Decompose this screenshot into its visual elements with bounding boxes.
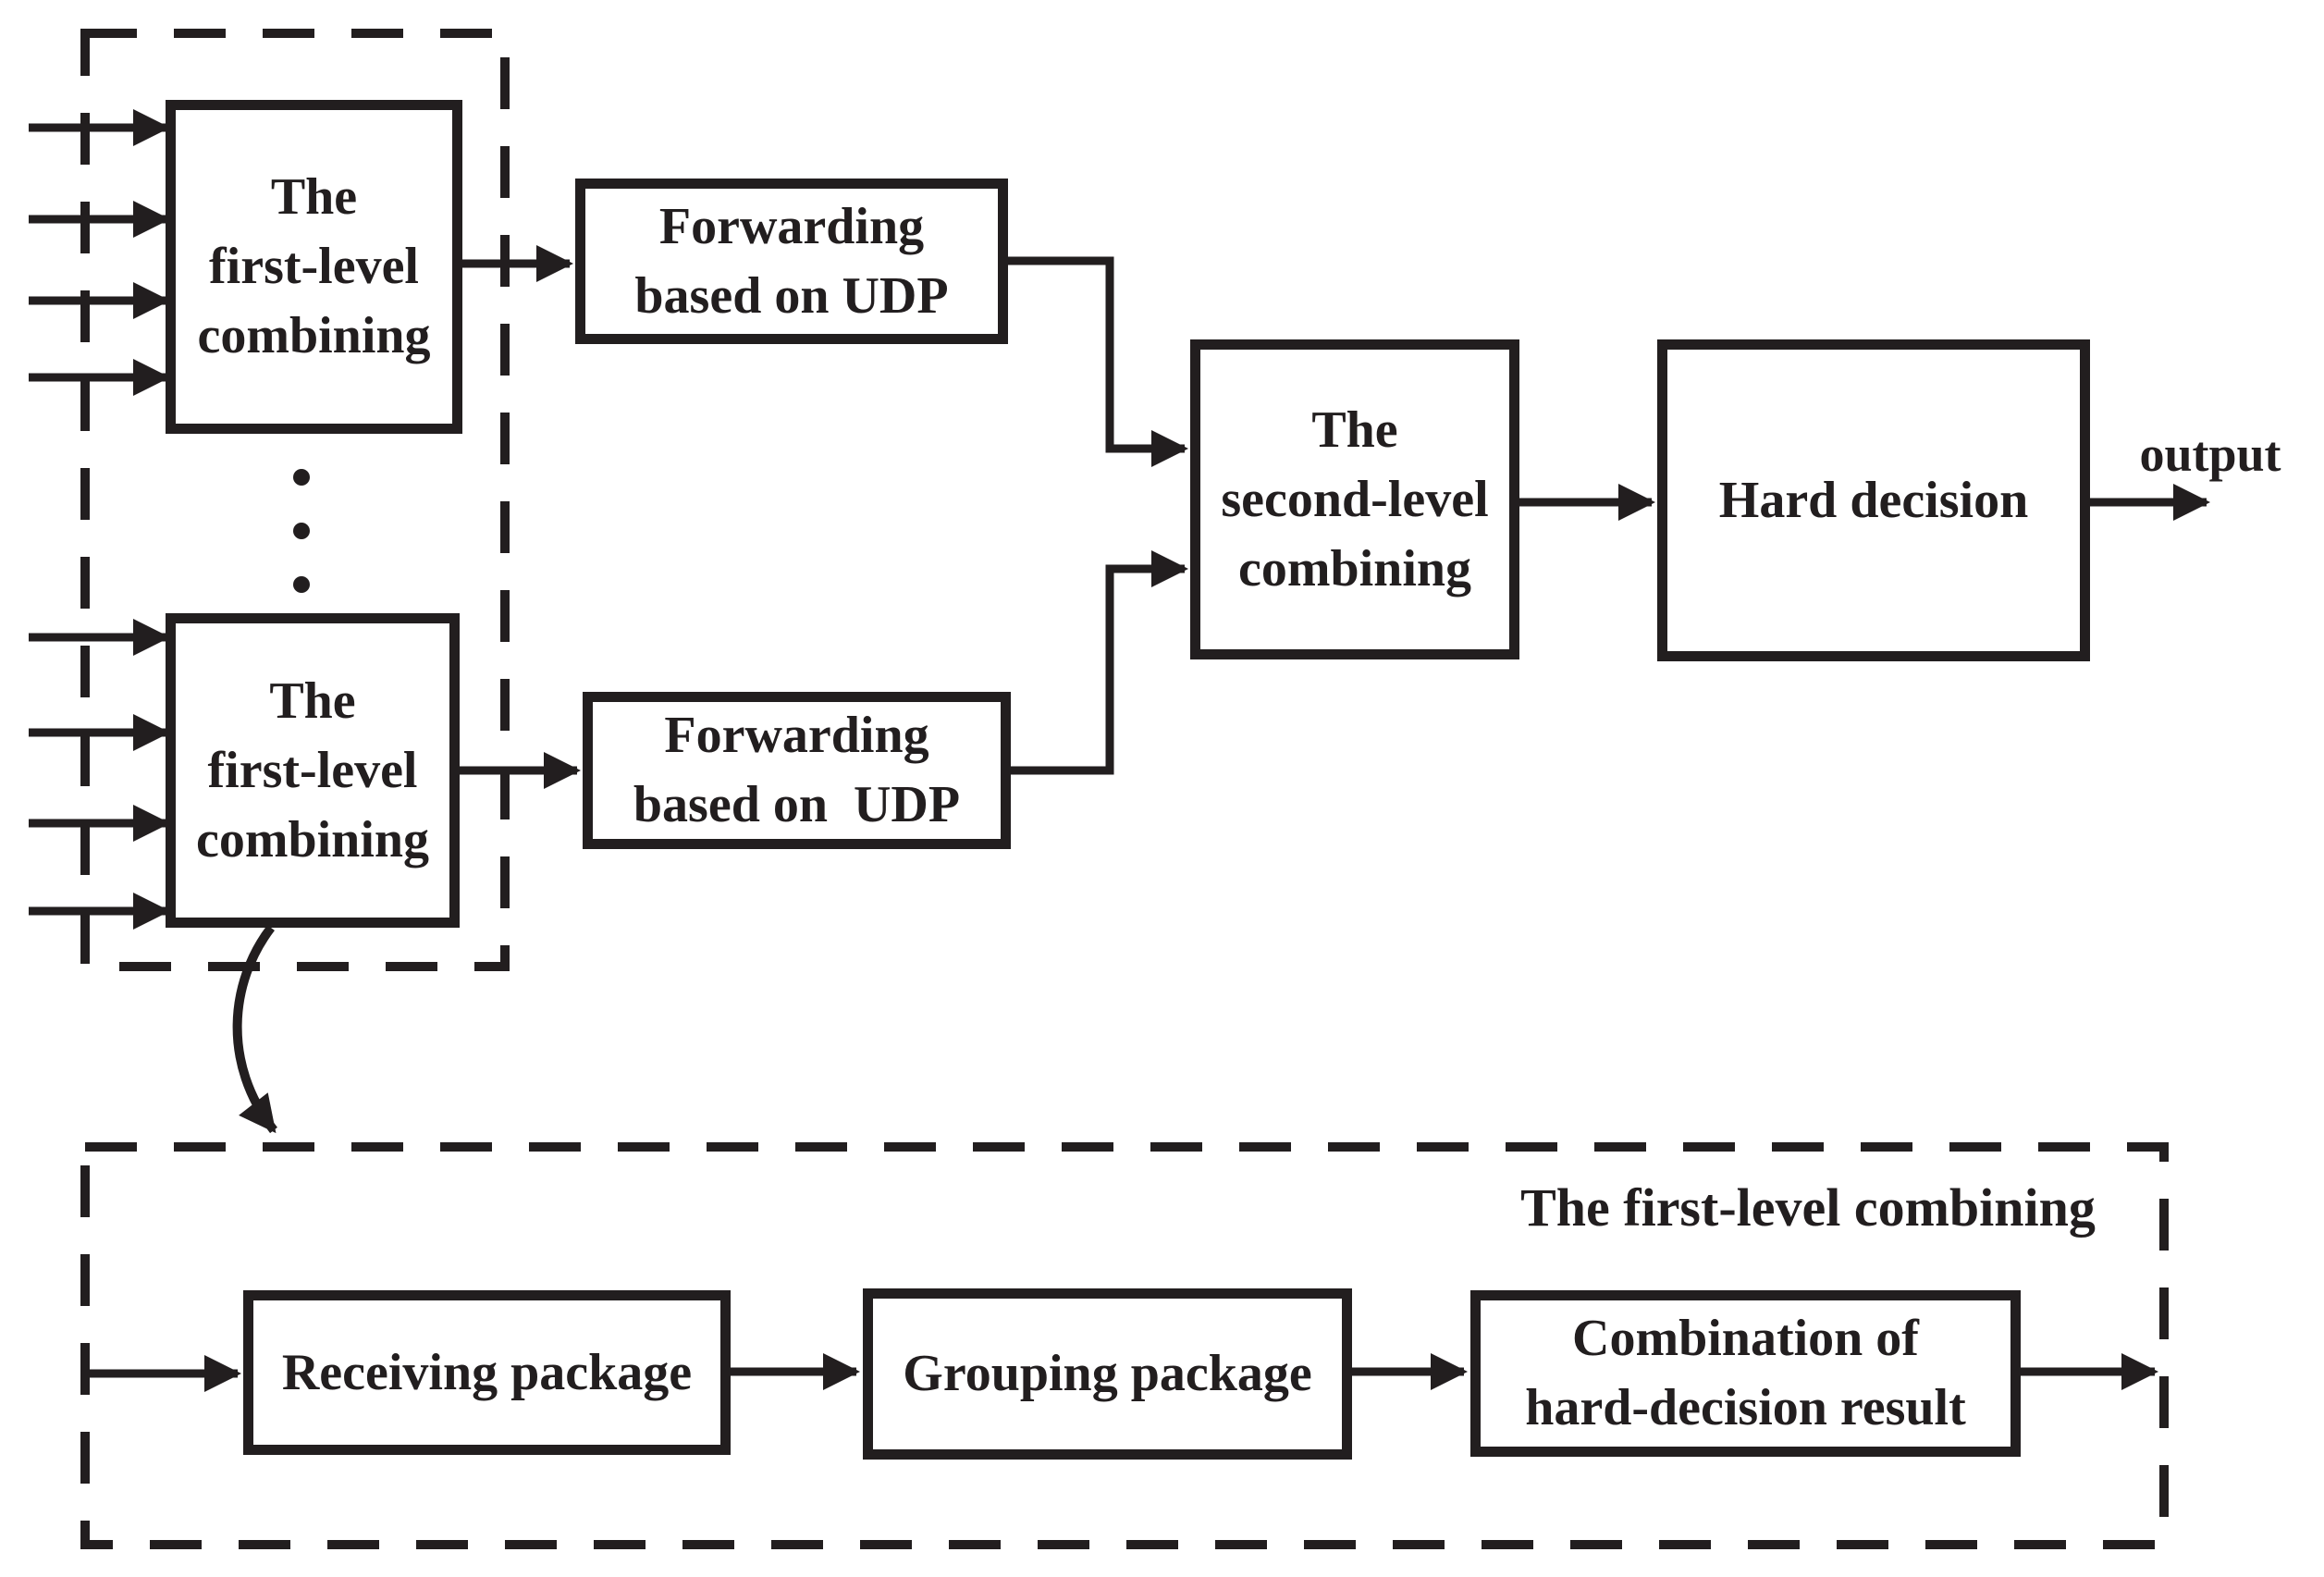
grouping-package-box: Grouping package: [863, 1288, 1352, 1460]
forwarding-udp-top-box: Forwarding based on UDP: [575, 179, 1008, 344]
first-level-combining-top-box: The first-level combining: [166, 100, 462, 434]
receiving-package-label: Receiving package: [281, 1343, 693, 1401]
grouping-package-label: Grouping package: [903, 1345, 1312, 1402]
combination-hard-decision-label: Combination of hard-decision result: [1525, 1310, 1966, 1436]
connector-forwarding-bottom-to-secondlevel: [1011, 550, 1188, 775]
first-level-combining-top-label: The first-level combining: [197, 168, 431, 364]
second-level-combining-label: The second-level combining: [1221, 400, 1489, 598]
first-level-group-title: The first-level combining: [1520, 1177, 2096, 1238]
output-label: output: [2139, 426, 2281, 482]
ellipsis-dot: [293, 469, 310, 486]
dashed-group-box-top: [80, 29, 510, 971]
ellipsis-dot: [293, 576, 310, 593]
expansion-curved-arrow: [232, 924, 277, 1134]
combination-hard-decision-box: Combination of hard-decision result: [1470, 1290, 2021, 1457]
hard-decision-box: Hard decision: [1657, 339, 2090, 661]
first-level-combining-bottom-box: The first-level combining: [166, 613, 460, 928]
dashed-group-box-bottom: [80, 1142, 2169, 1549]
receiving-package-box: Receiving package: [243, 1290, 731, 1455]
hard-decision-label: Hard decision: [1718, 471, 2029, 529]
first-level-combining-bottom-label: The first-level combining: [195, 671, 430, 869]
second-level-combining-box: The second-level combining: [1190, 339, 1519, 659]
forwarding-udp-bottom-box: Forwarding based on UDP: [583, 692, 1011, 849]
connector-forwarding-top-to-secondlevel: [1008, 256, 1188, 467]
ellipsis-dot: [293, 523, 310, 539]
forwarding-udp-bottom-label: Forwarding based on UDP: [633, 707, 961, 833]
forwarding-udp-top-label: Forwarding based on UDP: [634, 197, 949, 325]
